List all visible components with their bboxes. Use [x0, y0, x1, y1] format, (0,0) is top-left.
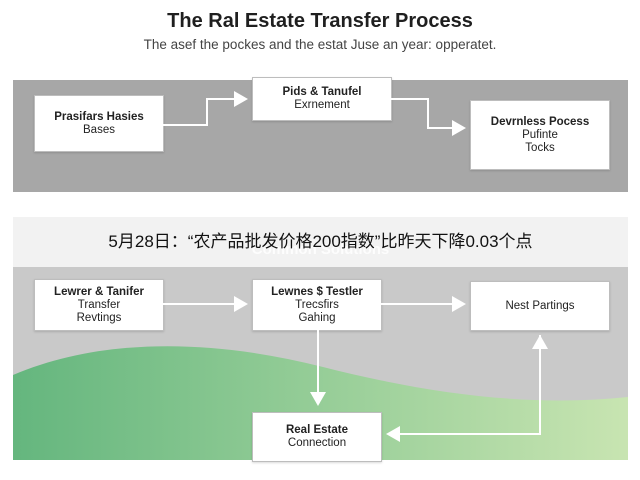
banner-faint-heading: Common Solutions	[251, 241, 390, 258]
bottom-box-gahing-line3: Gahing	[298, 311, 336, 324]
top-box-bases-line2: Bases	[83, 123, 115, 136]
bottom-box-revtings: Lewrer & Tanifer Transfer Revtings	[34, 279, 164, 331]
bottom-box-gahing-line1: Lewnes $ Testler	[271, 285, 363, 298]
bottom-box-nest-partings-line1: Nest Partings	[505, 299, 575, 312]
top-box-pocess-line2: Pufinte	[522, 128, 558, 141]
bottom-box-nest-partings: Nest Partings	[470, 281, 610, 331]
bottom-box-real-estate: Real Estate Connection	[252, 412, 382, 462]
page-subtitle: The asef the pockes and the estat Juse a…	[143, 37, 497, 52]
top-box-pocess-line3: Tocks	[525, 141, 555, 154]
bottom-box-revtings-line3: Revtings	[76, 311, 122, 324]
arrow-bottom-3-to-4	[386, 335, 541, 442]
top-box-pocess: Devrnless Pocess Pufinte Tocks	[470, 100, 610, 170]
bottom-box-gahing-line2: Trecsfirs	[295, 298, 339, 311]
news-banner: Common Solutions 5月28日：“农产品批发价格200指数”比昨天…	[13, 217, 628, 267]
arrow-top-2-to-3	[390, 98, 466, 136]
top-box-bases: Prasifars Hasies Bases	[34, 95, 164, 152]
top-box-pocess-line1: Devrnless Pocess	[490, 115, 590, 128]
bottom-box-revtings-line1: Lewrer & Tanifer	[54, 285, 144, 298]
bottom-box-revtings-line2: Transfer	[77, 298, 121, 311]
bottom-box-real-estate-line1: Real Estate	[285, 424, 348, 436]
bottom-box-real-estate-line2: Connection	[287, 437, 347, 449]
bottom-box-gahing: Lewnes $ Testler Trecsfirs Gahing	[252, 279, 382, 331]
top-box-exrnement-line2: Exrnement	[294, 99, 350, 111]
top-box-bases-line1: Prasifars Hasies	[54, 110, 144, 123]
arrow-top-1-to-2	[162, 91, 248, 126]
top-box-exrnement-line1: Pids & Tanufel	[282, 86, 362, 98]
banner-headline: 5月28日：“农产品批发价格200指数”比昨天下降0.03个点	[108, 232, 533, 251]
page-title: The Ral Estate Transfer Process	[167, 10, 473, 32]
